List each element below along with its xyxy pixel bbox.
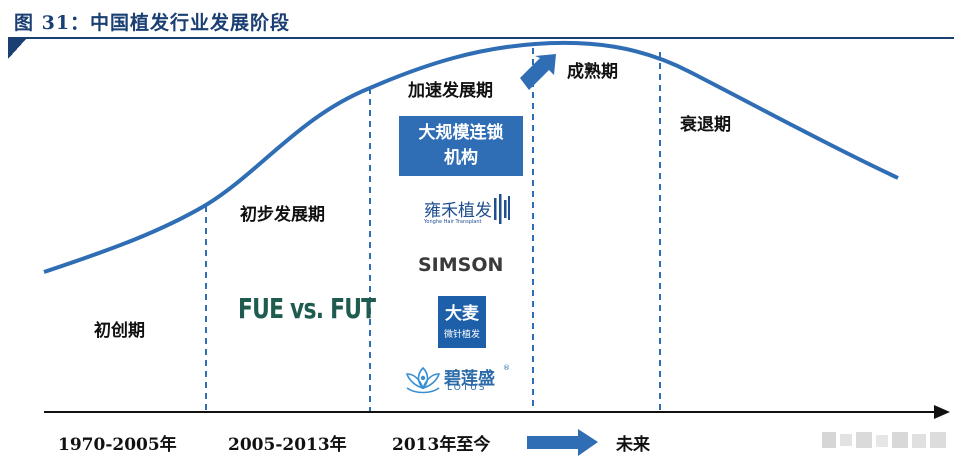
timeline-period-2: 2005-2013年	[228, 435, 347, 455]
logo-damai-name: 大麦	[445, 304, 479, 324]
lotus-flower-icon	[405, 366, 441, 394]
logo-damai: 大麦 微针植发	[438, 296, 486, 348]
logo-yonghe-sub: Yonghe Hair Transplant	[424, 219, 482, 225]
logo-damai-sub: 微针植发	[443, 330, 480, 340]
chain-heading-line2: 机构	[444, 148, 478, 168]
lifecycle-curve	[43, 40, 899, 274]
stage-label-decline: 衰退期	[680, 115, 731, 135]
timeline-period-3: 2013年至今	[392, 435, 491, 455]
logo-yonghe-name: 雍禾植发	[424, 201, 492, 221]
timeline-period-1: 1970-2005年	[58, 435, 177, 455]
logo-lotus-sub: LOTUS	[447, 383, 487, 393]
timeline-arrow-icon	[527, 429, 598, 456]
logo-lotus-registered: ®	[503, 364, 510, 372]
timeline-future: 未来	[616, 435, 650, 455]
title-rule	[8, 37, 954, 39]
stage-label-mature: 成熟期	[567, 62, 618, 82]
logo-simson: SIMSON	[418, 254, 504, 276]
chain-institutions-box: 大规模连锁 机构	[399, 116, 523, 176]
axis-arrowhead-icon	[934, 405, 950, 419]
figure-title: 图 31：中国植发行业发展阶段	[14, 12, 291, 34]
technique-label: FUE vs. FUT	[238, 292, 376, 325]
chain-heading-line1: 大规模连锁	[418, 123, 504, 143]
blurred-watermark	[822, 432, 946, 448]
stage-label-early-development: 初步发展期	[240, 205, 325, 225]
stage-label-accelerated: 加速发展期	[408, 81, 493, 101]
yonghe-bars-icon	[494, 194, 510, 224]
thick-right-arrow-icon	[520, 54, 556, 90]
title-corner-decoration	[8, 39, 26, 59]
logo-lotus-name: 碧莲盛	[444, 369, 495, 389]
stage-label-initial: 初创期	[94, 321, 145, 341]
